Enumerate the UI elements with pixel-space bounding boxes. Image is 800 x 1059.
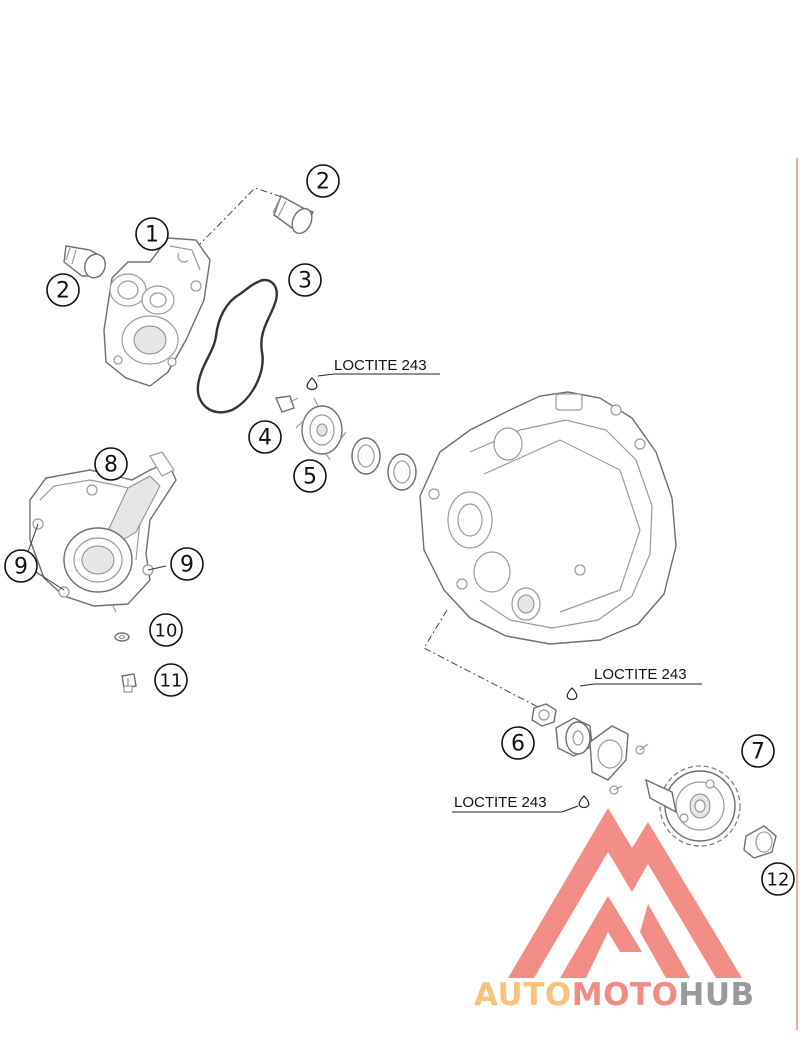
callout-8-label: 8 <box>104 453 118 478</box>
impeller-part <box>295 397 347 461</box>
loctite-label-top: LOCTITE 243 <box>334 357 427 374</box>
watermark-hub: HUB <box>678 977 755 1013</box>
callout-6-label: 6 <box>511 732 525 757</box>
callout-9-left-label: 9 <box>14 555 28 580</box>
callout-2-left: 2 <box>46 273 80 307</box>
callout-8: 8 <box>94 447 128 481</box>
sleeve-part-left <box>63 245 106 279</box>
watermark-auto: AUTO <box>474 977 572 1013</box>
watermark-logo <box>508 808 742 978</box>
bolt-part <box>121 673 137 693</box>
callout-5-label: 5 <box>303 465 317 490</box>
loctite-note-low: LOCTITE 243 <box>452 794 590 813</box>
leader-line-9c <box>147 565 167 571</box>
callout-2-top-label: 2 <box>316 170 330 195</box>
callout-6: 6 <box>501 726 535 760</box>
watermark-wordmark: AUTOMOTOHUB <box>474 977 755 1013</box>
leader-line-9a <box>27 523 39 553</box>
washer-part <box>114 632 130 642</box>
bearing-plate-part <box>589 725 649 795</box>
assembly-line-bottom <box>423 609 541 709</box>
callout-4-label: 4 <box>258 426 272 451</box>
callout-9-right: 9 <box>170 547 204 581</box>
gasket-part <box>196 278 278 414</box>
callout-3: 3 <box>288 263 322 297</box>
callout-9-left: 9 <box>4 549 38 583</box>
loctite-note-top: LOCTITE 243 <box>306 357 440 391</box>
callout-4: 4 <box>248 420 282 454</box>
callout-7: 7 <box>741 734 775 768</box>
callout-3-label: 3 <box>298 269 312 294</box>
callout-11: 11 <box>154 663 188 697</box>
callout-1-label: 1 <box>145 223 159 248</box>
pump-housing-part <box>103 237 211 387</box>
loctite-note-mid: LOCTITE 243 <box>566 666 702 701</box>
nut-part <box>531 703 557 727</box>
callout-12: 12 <box>761 862 795 896</box>
clutch-cover-part <box>419 391 677 645</box>
callout-7-label: 7 <box>751 740 765 765</box>
callout-12-label: 12 <box>767 870 790 891</box>
bearing-part <box>555 717 593 757</box>
watermark-moto: MOTO <box>571 977 679 1013</box>
drive-gear-part <box>645 765 741 847</box>
callout-11-label: 11 <box>160 671 183 692</box>
sleeve-part-top <box>272 194 314 235</box>
loctite-label-mid: LOCTITE 243 <box>594 666 687 683</box>
leader-line-9b <box>35 571 65 591</box>
watermark-triangle <box>508 808 742 978</box>
callout-10: 10 <box>149 613 183 647</box>
assembly-line-top <box>195 187 286 249</box>
shaft-seal-parts <box>351 437 417 491</box>
callout-5: 5 <box>293 459 327 493</box>
needle-sleeve-part <box>743 825 777 859</box>
callout-10-label: 10 <box>155 621 178 642</box>
callout-2-left-label: 2 <box>56 279 70 304</box>
callout-9-right-label: 9 <box>180 553 194 578</box>
screw-part <box>274 395 299 413</box>
callout-1: 1 <box>135 217 169 251</box>
loctite-label-low: LOCTITE 243 <box>454 794 547 811</box>
callout-2-top: 2 <box>306 164 340 198</box>
